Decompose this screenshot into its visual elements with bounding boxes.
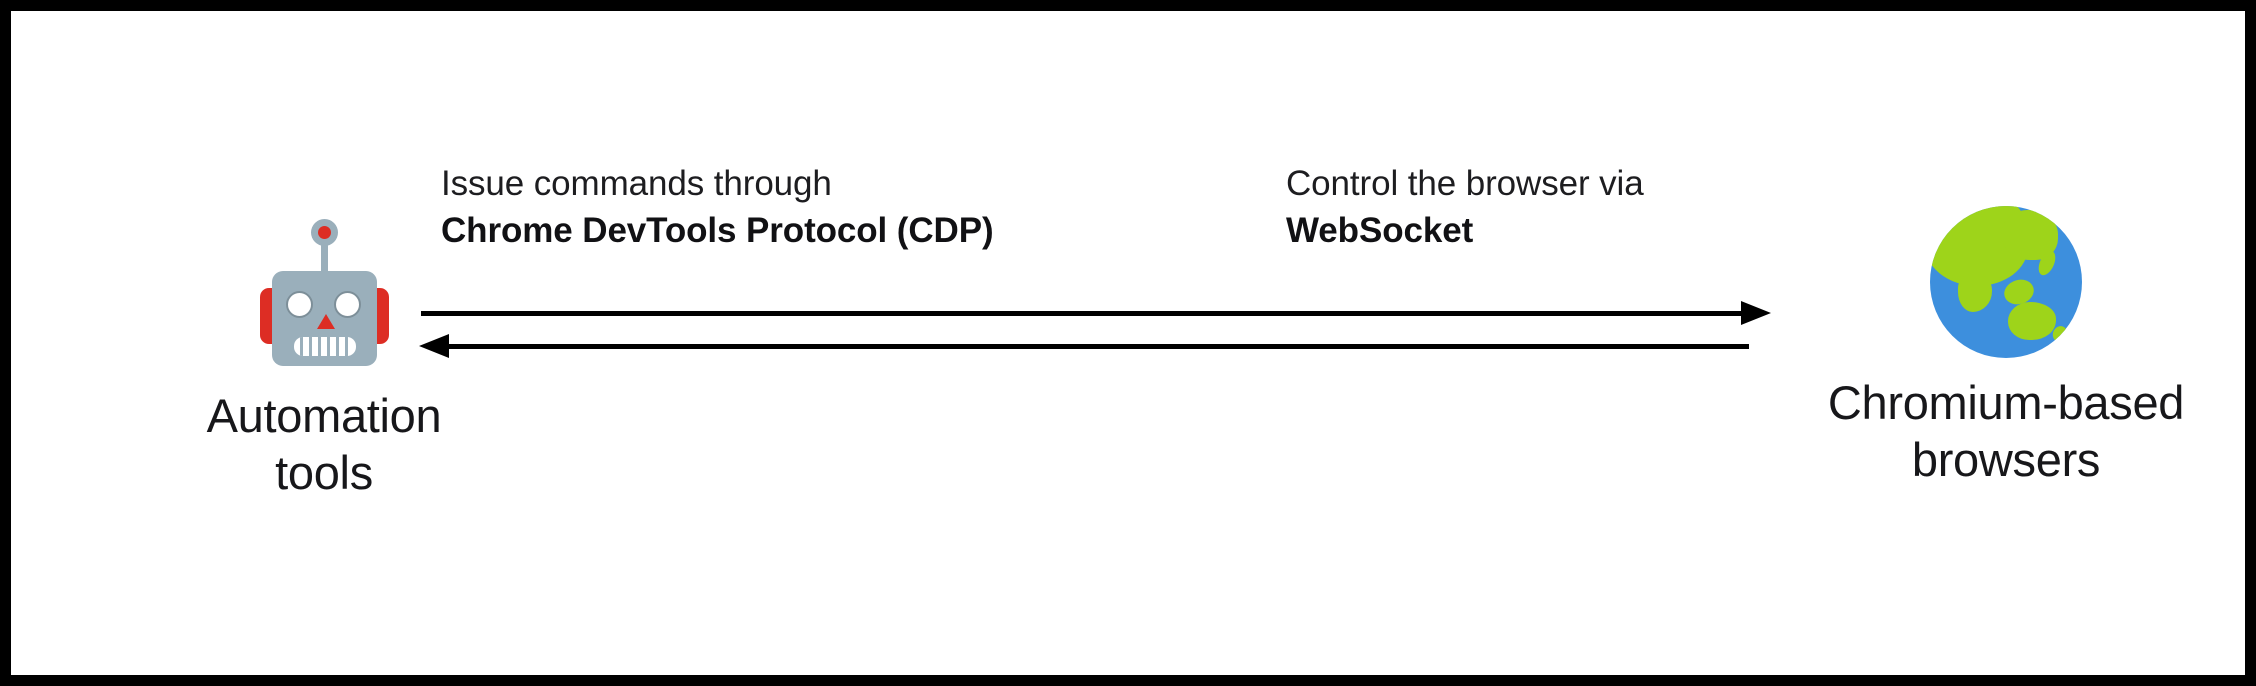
globe-icon — [1930, 206, 2082, 358]
robot-tooth-gap — [300, 337, 303, 356]
robot-antenna-stem — [321, 233, 328, 279]
robot-eye-right — [334, 291, 361, 318]
robot-mouth — [294, 337, 356, 356]
robot-tooth-gap — [336, 337, 339, 356]
arrow-left-head-icon — [419, 334, 449, 358]
robot-tooth-gap — [318, 337, 321, 356]
robot-icon — [244, 211, 404, 371]
arrow-to-browser-line — [421, 311, 1746, 316]
edge-label-websocket-line1: Control the browser via — [1286, 164, 1644, 203]
arrow-right-head-icon — [1741, 301, 1771, 325]
robot-head — [272, 271, 377, 366]
arrow-to-tools-line — [449, 344, 1749, 349]
node-label-automation-tools: Automation tools — [206, 389, 442, 500]
robot-tooth-gap — [309, 337, 312, 356]
connector-arrows — [411, 291, 1791, 361]
robot-antenna-dot — [318, 226, 331, 239]
robot-eye-left — [286, 291, 313, 318]
edge-label-cdp-line1: Issue commands through — [441, 164, 832, 203]
edge-label-cdp-line2: Chrome DevTools Protocol (CDP) — [441, 210, 994, 250]
globe-landmass-india — [1958, 274, 1992, 312]
edge-label-websocket-line2: WebSocket — [1286, 210, 1474, 250]
robot-nose — [317, 314, 335, 329]
node-chromium-browsers: Chromium-based browsers — [1791, 206, 2221, 489]
robot-tooth-gap — [327, 337, 330, 356]
edge-label-cdp: Issue commands through Chrome DevTools P… — [441, 161, 994, 255]
node-label-chromium-browsers: Chromium-based browsers — [1827, 376, 2185, 487]
robot-tooth-gap — [345, 337, 348, 356]
node-automation-tools: Automation tools — [159, 211, 489, 502]
edge-label-websocket: Control the browser via WebSocket — [1286, 161, 1644, 255]
globe-landmass-australia — [2008, 302, 2056, 340]
